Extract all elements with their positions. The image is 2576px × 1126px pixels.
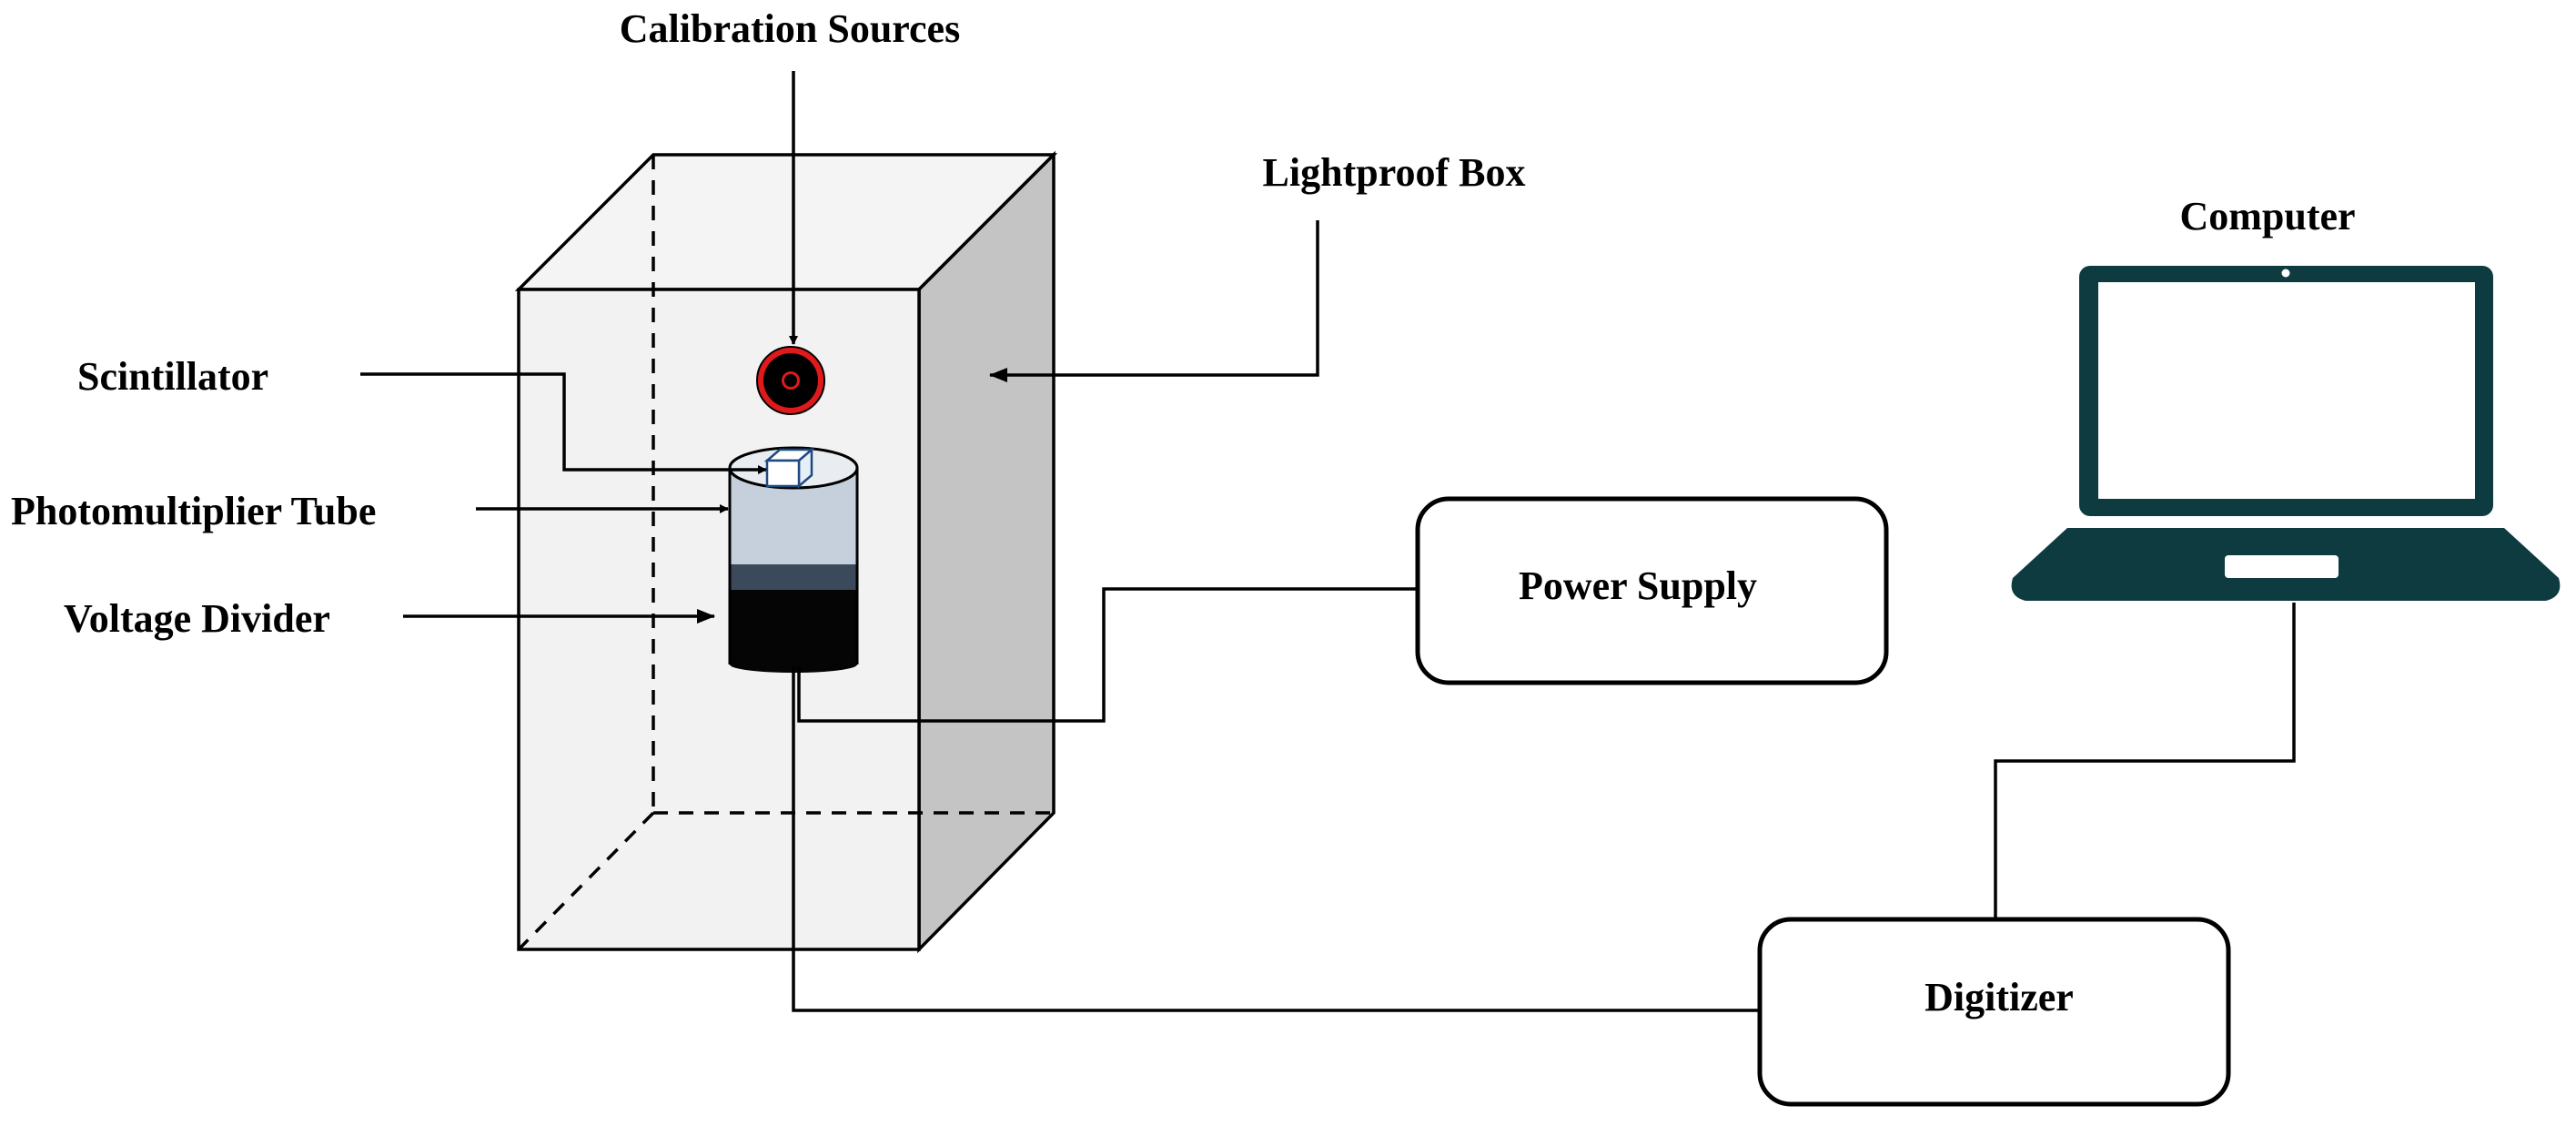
usb-cable xyxy=(1994,603,2296,919)
signal-cable xyxy=(792,666,1760,1012)
pmt-assembly xyxy=(728,446,859,673)
box-hidden-edge-diagonal xyxy=(517,811,655,951)
label-digitizer: Digitizer xyxy=(1924,975,2074,1019)
scintillator-crystal xyxy=(763,447,815,489)
label-lightproof-box: Lightproof Box xyxy=(1263,150,1526,195)
label-calibration-sources: Calibration Sources xyxy=(620,6,960,51)
label-photomultiplier-tube: Photomultiplier Tube xyxy=(11,489,376,533)
box-front-face xyxy=(517,288,921,951)
box-side-face xyxy=(917,150,1056,954)
power-cable xyxy=(797,587,1418,723)
label-computer: Computer xyxy=(2179,194,2355,238)
lightproof-box-arrow xyxy=(989,220,1319,382)
scintillator-arrow xyxy=(360,372,767,474)
power-supply-box xyxy=(1415,496,1889,685)
radiation-trefoil-icon xyxy=(756,346,825,415)
laptop-icon xyxy=(2011,266,2561,601)
label-voltage-divider: Voltage Divider xyxy=(64,596,330,641)
label-power-supply: Power Supply xyxy=(1519,563,1757,608)
lightproof-box xyxy=(514,150,1058,954)
label-scintillator: Scintillator xyxy=(77,354,268,399)
